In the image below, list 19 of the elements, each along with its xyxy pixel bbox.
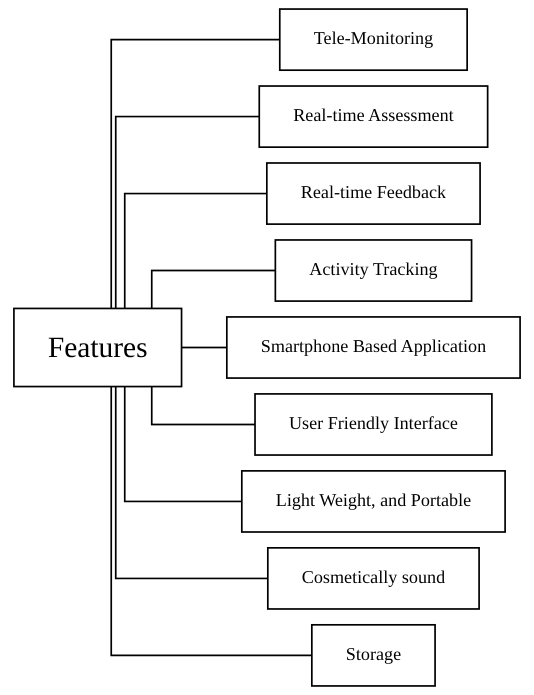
node-box: Activity Tracking xyxy=(274,239,472,302)
node-box: Features xyxy=(13,308,182,388)
connector xyxy=(150,386,256,426)
node-box: Smartphone Based Application xyxy=(226,316,521,379)
connector xyxy=(110,38,280,308)
node-box: User Friendly Interface xyxy=(254,393,493,456)
connector xyxy=(114,386,268,580)
node-box: Storage xyxy=(310,624,436,687)
node-box: Real-time Feedback xyxy=(266,162,481,225)
connector xyxy=(180,346,227,348)
connector xyxy=(110,386,312,656)
connector xyxy=(124,386,242,502)
connector xyxy=(124,192,267,308)
node-box: Real-time Assessment xyxy=(258,85,488,148)
node-box: Cosmetically sound xyxy=(266,547,480,610)
connector xyxy=(150,270,276,308)
node-box: Light Weight, and Portable xyxy=(240,470,506,533)
connector xyxy=(114,116,260,308)
node-box: Tele-Monitoring xyxy=(278,8,468,72)
